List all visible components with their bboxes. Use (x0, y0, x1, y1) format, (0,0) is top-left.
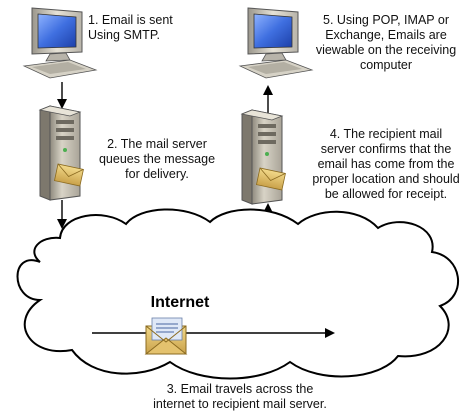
internet-cloud-shape (16, 208, 460, 380)
internet-label: Internet (150, 294, 210, 311)
desktop-computer-icon (22, 7, 98, 79)
step-5-label: 5. Using POP, IMAP or Exchange, Emails a… (315, 13, 457, 72)
step-4-label: 4. The recipient mail server confirms th… (312, 127, 460, 201)
step-3-label: 3. Email travels across the internet to … (153, 382, 327, 411)
step-1-label: 1. Email is sent Using SMTP. (88, 13, 173, 42)
envelope-icon (144, 317, 188, 355)
mail-server-icon (240, 109, 286, 205)
desktop-computer-icon (238, 7, 314, 79)
step-2-label: 2. The mail server queues the message fo… (98, 137, 216, 181)
mail-server-icon (38, 105, 84, 201)
